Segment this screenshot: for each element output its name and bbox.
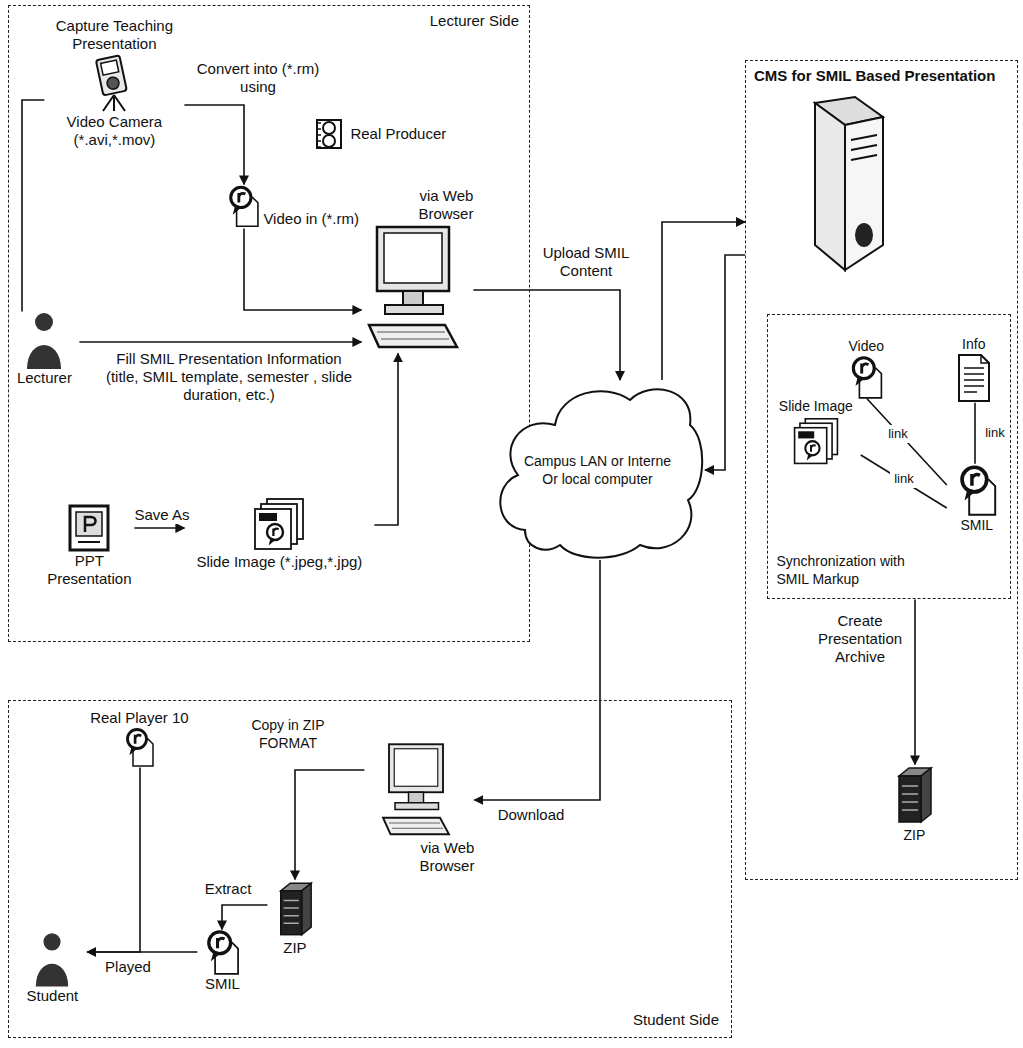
video-camera: Capture Teaching PresentationVideo Camer…: [44, 17, 184, 149]
icon-caption: ZIP: [283, 939, 306, 957]
reel-icon: [314, 117, 344, 151]
cloud-label: Campus LAN or Interne Or local computer: [520, 452, 675, 488]
zip-icon: [893, 764, 935, 826]
edge-label: Upload SMIL Content: [538, 244, 634, 280]
student-person: Student: [17, 931, 87, 1005]
server-illustration: [785, 95, 890, 275]
slide-images: Slide Image (*.jpeg,*.jpg): [184, 497, 374, 571]
real-icon: [227, 184, 259, 228]
icon-caption: Real Player 10: [90, 709, 188, 727]
edge-label: Save As: [130, 506, 194, 524]
computer-icon: [377, 741, 461, 839]
cloud-outline: [490, 380, 705, 560]
real-icon: [204, 929, 240, 975]
connector-arrow: [473, 290, 620, 380]
edge-label: Played: [98, 958, 158, 976]
region-title: Lecturer Side: [430, 12, 519, 30]
smil-file: SMIL: [197, 929, 247, 993]
ppt-file: PPT Presentation: [44, 504, 134, 588]
server-side: [815, 103, 845, 270]
connector-arrow: [474, 560, 600, 800]
network-cloud: Campus LAN or Interne Or local computer: [490, 380, 705, 560]
real-player: Real Player 10: [79, 709, 199, 767]
icon-caption: via Web Browser: [403, 187, 473, 223]
zip-archive: ZIP: [267, 879, 322, 957]
lecturer-person: Lecturer: [9, 311, 79, 387]
icon-caption: SMIL: [205, 975, 240, 993]
edge-label: Download: [486, 806, 576, 824]
icon-caption: Capture Teaching Presentation: [44, 17, 184, 53]
lecturer-region: Lecturer Side Capture Teaching Presentati…: [8, 5, 530, 642]
connector-arrow: [914, 599, 916, 764]
edge-label: link: [981, 424, 1009, 442]
ppt-icon: [68, 504, 110, 552]
connector-arrow: [861, 455, 947, 508]
connector-arrow: [222, 905, 267, 929]
connector-arrow: [662, 222, 745, 380]
real-icon: [849, 355, 883, 399]
computer-icon: [361, 223, 473, 353]
smil-file: SMIL: [947, 464, 1007, 534]
connector-arrow: [184, 105, 244, 184]
student-computer: via Web Browser: [364, 741, 474, 875]
edge-label: Copy in ZIP FORMAT: [238, 716, 338, 752]
region-title: Synchronization with SMIL Markup: [776, 552, 926, 588]
lecturer-computer: via Web Browser: [361, 187, 473, 353]
sync-region: Synchronization with SMIL Markup Video Inf…: [767, 314, 1011, 599]
server-button: [855, 223, 873, 247]
person-icon: [32, 931, 72, 987]
real-icon: [957, 464, 997, 516]
edge-label: Extract: [198, 880, 258, 898]
rm-video-file: Video in (*.rm): [227, 184, 359, 228]
real-icon: [124, 727, 154, 767]
slide-images: Slide Image: [771, 397, 861, 469]
slides-icon: [791, 415, 841, 469]
icon-caption: Video: [849, 337, 885, 355]
connector-arrow: [22, 100, 44, 311]
info-file: Info: [949, 335, 999, 403]
zip-archive: ZIP: [884, 764, 944, 844]
icon-caption: PPT Presentation: [44, 552, 134, 588]
icon-caption: SMIL: [960, 516, 993, 534]
icon-caption: Video Camera (*.avi,*.mov): [44, 113, 184, 149]
icon-caption: via Web Browser: [404, 839, 474, 875]
connector-arrow: [374, 353, 398, 525]
icon-caption: Info: [962, 335, 985, 353]
edge-label: link: [884, 425, 912, 443]
zip-icon: [275, 879, 315, 939]
region-title: Student Side: [633, 1011, 719, 1029]
person-icon: [23, 311, 65, 369]
doc-icon: [957, 353, 991, 403]
server-front: [845, 117, 883, 270]
connector-arrow: [79, 341, 361, 343]
icon-caption: Student: [27, 987, 79, 1005]
edge-label: Convert into (*.rm) using: [188, 60, 328, 96]
region-title: CMS for SMIL Based Presentation: [754, 67, 995, 85]
icon-caption: Video in (*.rm): [263, 210, 359, 228]
connector-arrow: [87, 767, 140, 952]
camera-icon: [91, 53, 137, 113]
student-region: Student Side Real Player 10 via Web Browse…: [8, 700, 732, 1038]
icon-caption: ZIP: [904, 826, 926, 844]
connector-arrow: [134, 527, 184, 529]
icon-caption: Lecturer: [17, 369, 72, 387]
edge-label: link: [890, 470, 918, 488]
slides-icon: [251, 497, 307, 553]
cms-region: CMS for SMIL Based PresentationSynchroni…: [745, 60, 1018, 880]
server-drives: [851, 135, 877, 160]
edge-label: Create Presentation Archive: [812, 612, 908, 666]
connector-arrow: [295, 770, 364, 879]
icon-caption: Slide Image (*.jpeg,*.jpg): [196, 553, 362, 571]
connector-arrow: [244, 228, 361, 310]
real-producer: Real Producer: [314, 117, 446, 151]
connector-arrow: [705, 255, 745, 470]
icon-caption: Slide Image: [779, 397, 853, 415]
edge-label: Fill SMIL Presentation Information (titl…: [98, 350, 360, 404]
connector-arrow: [974, 403, 976, 464]
video-file: Video: [839, 337, 894, 399]
icon-caption: Real Producer: [350, 125, 446, 143]
